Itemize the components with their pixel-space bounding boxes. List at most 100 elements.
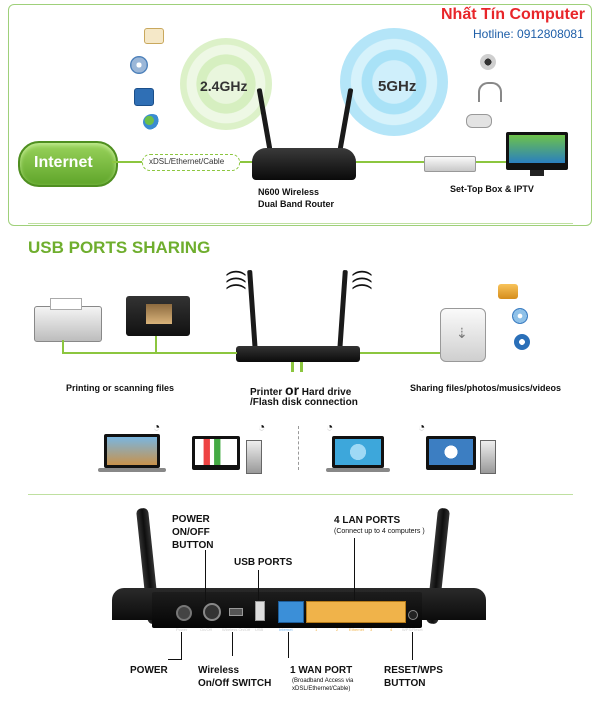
wan-port[interactable] <box>278 601 304 623</box>
wifi-signal-icon-3: ◔ <box>326 420 334 434</box>
lan-ports-sub: (Connect up to 4 computers ) <box>334 528 425 535</box>
callout-power-button-line <box>205 550 206 602</box>
reset-label-1: RESET/WPS <box>384 665 443 676</box>
headset-icon <box>478 82 502 102</box>
callout-lan-line <box>354 538 355 600</box>
callout-wan-line <box>288 632 289 658</box>
brand-name: Nhất Tín Computer <box>441 6 585 24</box>
settop-label: Set-Top Box & IPTV <box>450 184 534 194</box>
power-button-label-3: BUTTON <box>172 540 214 551</box>
top-section-divider <box>28 223 573 224</box>
panel-label-usb: USB <box>255 627 264 632</box>
panel-label-ethernet: Ethernet <box>349 627 365 632</box>
printer-word: Printer <box>250 387 283 398</box>
monitor-film-screen <box>429 439 473 465</box>
printer-paper <box>50 298 82 310</box>
lan-ports[interactable] <box>306 601 406 623</box>
iptv-screen <box>506 132 568 170</box>
usb-symbol-icon: ⇣ <box>456 325 468 341</box>
iptv-stand <box>530 170 544 176</box>
hotline: Hotline: 0912808081 <box>473 27 584 41</box>
wifi-5ghz-halo <box>340 28 448 136</box>
internet-bubble: Internet <box>18 141 118 187</box>
music-disc-icon <box>130 56 148 74</box>
scanner-photo <box>146 304 172 324</box>
wireless-switch-label-2: On/Off SWITCH <box>198 678 272 689</box>
webcam-icon <box>480 54 496 70</box>
usb-router-body <box>236 346 360 362</box>
usb-center-connector-b <box>300 362 303 372</box>
scanner-icon <box>126 296 190 336</box>
usb-section-title: USB PORTS SHARING <box>28 238 211 257</box>
client-divider <box>298 426 299 470</box>
laptop-media-icon <box>332 436 384 468</box>
laptop-media-base <box>326 468 390 472</box>
band-24ghz: 2.4GHz <box>200 78 248 94</box>
folder-icon <box>498 284 518 299</box>
flash-disk-label: /Flash disk connection <box>250 397 358 408</box>
printer-icon <box>34 306 102 342</box>
wifi-waves-right-icon: ))) <box>350 269 373 290</box>
connection-label: xDSL/Ethernet/Cable <box>149 157 225 166</box>
gamepad-icon <box>466 114 492 128</box>
or-word: or <box>285 382 300 398</box>
wifi-waves-left-icon: ))) <box>224 269 247 290</box>
settop-box <box>424 156 476 172</box>
panel-label-lan2: 2 <box>336 627 339 632</box>
panel-label-wireless: Wireless On/Off <box>222 627 251 632</box>
usb-ports-label: USB PORTS <box>234 557 293 568</box>
wireless-switch-label-1: Wireless <box>198 665 240 676</box>
messenger-users-icon <box>143 114 161 130</box>
wifi-24ghz-halo <box>180 38 272 130</box>
wan-port-sub-1: (Broadband Access via <box>292 678 354 684</box>
pc-tower-icon-1 <box>246 440 262 474</box>
brand-name-text: Nhất Tín Computer <box>441 6 585 23</box>
hard-drive-icon: ⇣ <box>440 308 486 362</box>
iptv-screen-content <box>509 135 565 163</box>
top-section-frame <box>8 4 592 226</box>
usb-center-connector-a <box>291 362 294 372</box>
callout-power-line-h <box>168 659 182 660</box>
usb-left-drop-a <box>62 340 64 353</box>
power-button-label-2: ON/OFF <box>172 527 210 538</box>
sharing-label: Sharing files/photos/musics/videos <box>410 383 562 393</box>
power-onoff-button[interactable] <box>203 603 221 621</box>
lan-ports-label: 4 LAN PORTS <box>334 515 401 526</box>
panel-label-lan4: 4 <box>390 627 393 632</box>
usb-left-link-line <box>62 352 237 354</box>
laptop-media-screen <box>335 439 381 465</box>
panel-label-onoff: On/Off <box>200 627 212 632</box>
usb-section-divider <box>28 494 573 495</box>
panel-label-power: Power <box>176 627 188 632</box>
laptop-screen <box>107 437 157 465</box>
wifi-signal-icon-4: ◔ <box>418 420 426 434</box>
wifi-signal-icon-1: ◔ <box>153 420 161 434</box>
panel-label-lan1: 1 <box>315 627 318 632</box>
callout-reset-line <box>412 632 413 660</box>
power-jack[interactable] <box>176 605 192 621</box>
usb-right-link-line <box>360 352 466 354</box>
usb-port[interactable] <box>255 601 265 621</box>
connection-pill: xDSL/Ethernet/Cable <box>142 154 240 171</box>
wan-port-sub-2: xDSL/Ethernet/Cable) <box>292 686 351 692</box>
wireless-onoff-switch[interactable] <box>229 608 243 616</box>
hard-drive-word: Hard drive <box>301 387 352 398</box>
monitor-chart-screen <box>195 439 237 465</box>
internet-label: Internet <box>34 154 93 171</box>
printer-or-hdd-label: Printer or Hard drive <box>250 382 351 398</box>
pc-tower-icon-2 <box>480 440 496 474</box>
wifi-signal-icon-2: ◔ <box>258 420 266 434</box>
router-body-top <box>252 148 356 180</box>
usb-router-antenna-left <box>247 269 258 353</box>
film-reel-icon <box>514 334 530 350</box>
usb-left-drop-b <box>155 336 157 353</box>
panel-label-lan3: 3 <box>370 627 373 632</box>
band-5ghz: 5GHz <box>378 78 417 95</box>
reset-wps-button[interactable] <box>408 610 418 620</box>
printing-label: Printing or scanning files <box>66 383 175 393</box>
panel-label-wps-reset: WPS/Reset <box>402 627 423 632</box>
laptop-icon <box>104 434 160 468</box>
router-name-line2: Dual Band Router <box>258 199 335 209</box>
panel-label-internet: Internet <box>279 627 293 632</box>
media-disc-icon <box>512 308 528 324</box>
